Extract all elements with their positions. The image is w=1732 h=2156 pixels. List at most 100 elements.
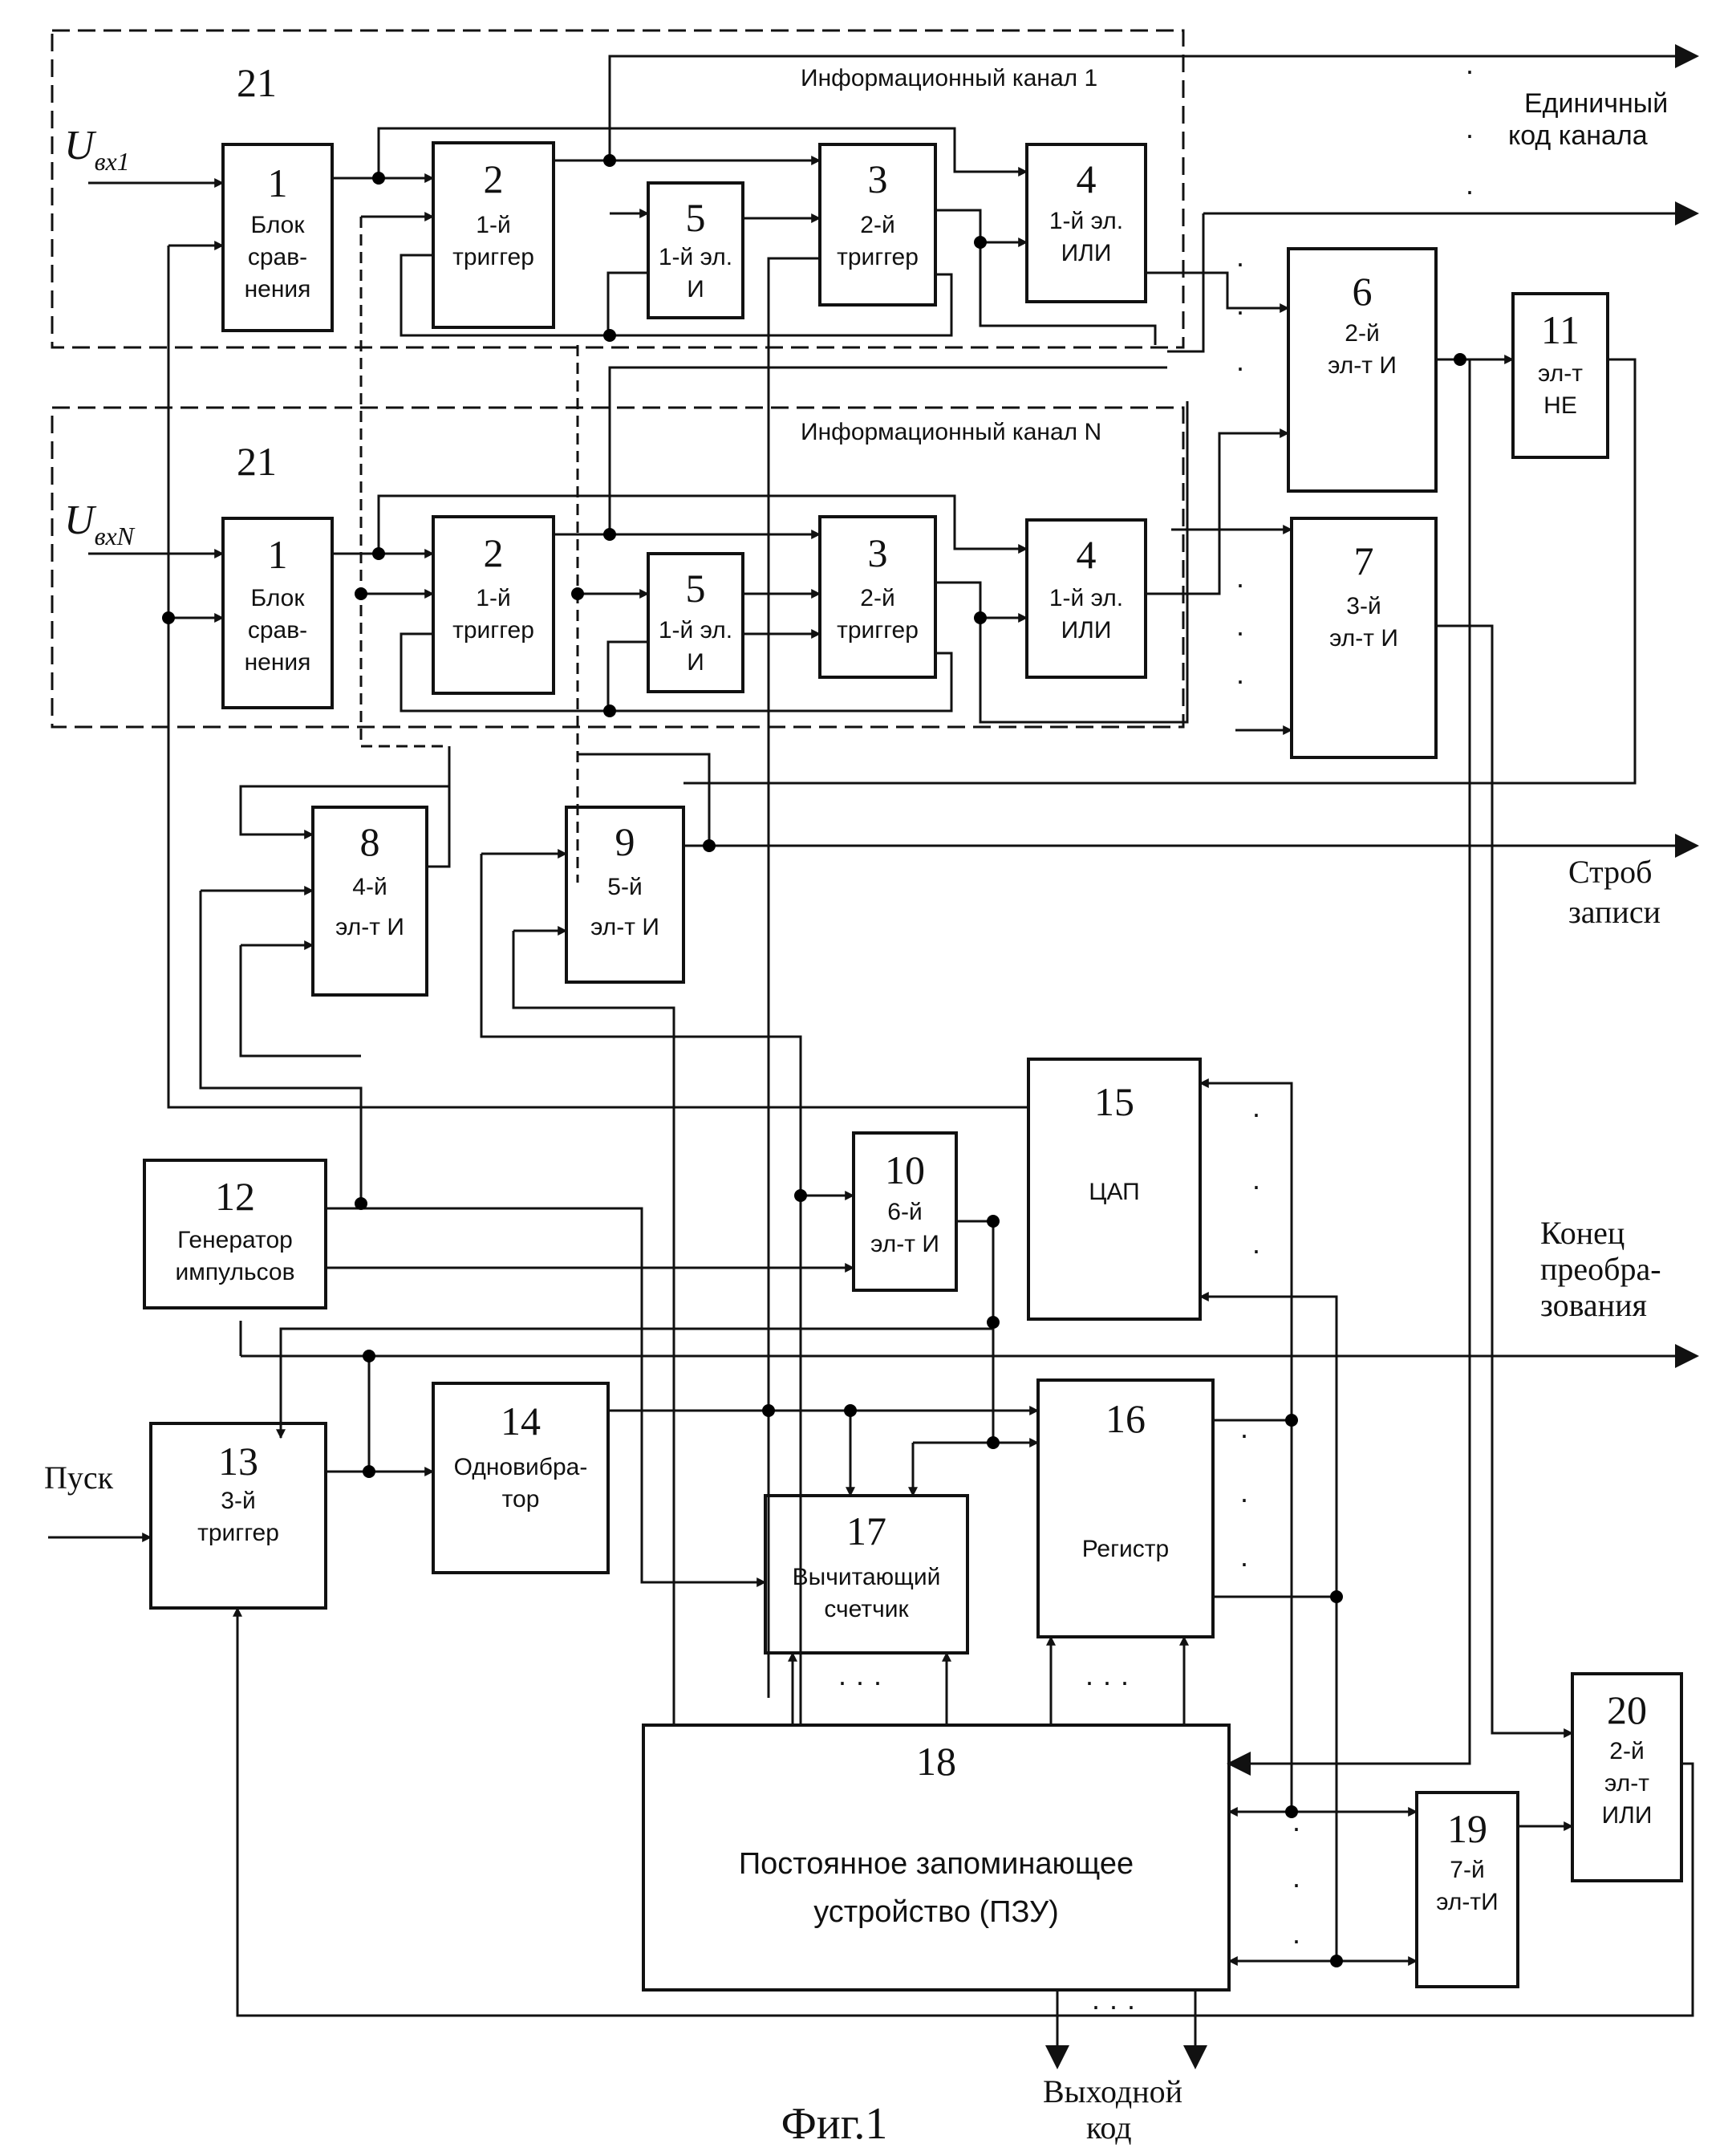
block-14-one-shot: 14 Одновибра- тор xyxy=(433,1383,608,1573)
svg-text:код канала: код канала xyxy=(1508,120,1648,151)
svg-text:эл-т: эл-т xyxy=(1604,1770,1649,1797)
svg-text:триггер: триггер xyxy=(837,617,919,644)
block-13-trigger: 13 3-й триггер xyxy=(151,1423,326,1608)
svg-text:2-й: 2-й xyxy=(1609,1738,1644,1764)
figure-caption: Фиг.1 xyxy=(781,2099,888,2149)
svg-text:триггер: триггер xyxy=(837,244,919,270)
svg-text:эл-т И: эл-т И xyxy=(1328,352,1397,379)
svg-text:1: 1 xyxy=(268,532,288,577)
channel-1-number: 21 xyxy=(237,60,277,105)
svg-text:эл-т И: эл-т И xyxy=(1329,625,1398,652)
svg-text:ИЛИ: ИЛИ xyxy=(1061,240,1112,266)
input-u1-label: Uвх1 xyxy=(64,123,130,176)
svg-text:3: 3 xyxy=(868,156,888,201)
svg-text:срав-: срав- xyxy=(248,244,307,270)
svg-text:эл-т И: эл-т И xyxy=(590,914,659,940)
svg-text:Строб: Строб xyxy=(1568,854,1652,890)
svg-text:· · ·: · · · xyxy=(838,1665,882,1698)
svg-text:1-й эл.: 1-й эл. xyxy=(659,617,732,644)
svg-text:1-й: 1-й xyxy=(476,212,510,238)
svg-text:7-й: 7-й xyxy=(1450,1857,1484,1883)
block-6-and: 6 2-й эл-т И xyxy=(1288,249,1436,491)
svg-text:15: 15 xyxy=(1094,1079,1134,1124)
input-un-label: UвхN xyxy=(64,497,136,550)
output-strobe-label: Строб записи xyxy=(1568,854,1661,930)
svg-text:8: 8 xyxy=(360,819,380,864)
block-1-comparator-chn: 1 Блок срав- нения xyxy=(223,518,332,708)
svg-text:Вычитающий: Вычитающий xyxy=(793,1564,941,1590)
channel-n-number: 21 xyxy=(237,439,277,484)
svg-text:20: 20 xyxy=(1607,1687,1647,1732)
block-5-and-ch1: 5 1-й эл. И xyxy=(648,183,743,318)
svg-text:12: 12 xyxy=(215,1174,255,1219)
svg-text:код: код xyxy=(1086,2109,1132,2146)
svg-text:Одновибра-: Одновибра- xyxy=(454,1454,588,1480)
svg-text:· · ·: · · · xyxy=(1091,1989,1136,2022)
svg-text:7: 7 xyxy=(1354,538,1374,583)
output-code-label: Выходной код xyxy=(1043,2073,1182,2146)
svg-text:2-й: 2-й xyxy=(860,585,894,611)
svg-text:·: · xyxy=(1235,664,1245,696)
svg-text:4: 4 xyxy=(1077,532,1097,577)
svg-text:·: · xyxy=(1465,174,1474,207)
svg-text:ИЛИ: ИЛИ xyxy=(1061,617,1112,644)
svg-text:10: 10 xyxy=(885,1147,925,1192)
svg-text:2-й: 2-й xyxy=(1345,320,1379,347)
svg-text:·: · xyxy=(1235,294,1245,327)
svg-text:2-й: 2-й xyxy=(860,212,894,238)
svg-text:5-й: 5-й xyxy=(607,874,642,900)
channel-n-title: Информационный канал N xyxy=(801,419,1101,445)
svg-text:Регистр: Регистр xyxy=(1082,1536,1170,1562)
svg-text:ЦАП: ЦАП xyxy=(1089,1179,1139,1205)
svg-text:·: · xyxy=(1251,1097,1261,1130)
svg-text:срав-: срав- xyxy=(248,617,307,644)
block-12-pulse-generator: 12 Генератор импульсов xyxy=(144,1160,326,1308)
svg-text:2: 2 xyxy=(484,156,504,201)
svg-text:записи: записи xyxy=(1568,894,1661,930)
svg-text:1: 1 xyxy=(268,160,288,205)
svg-text:·: · xyxy=(1235,567,1245,600)
svg-text:И: И xyxy=(687,649,704,676)
svg-text:Единичный: Единичный xyxy=(1524,88,1668,119)
block-11-not: 11 эл-т НЕ xyxy=(1513,294,1608,457)
svg-text:импульсов: импульсов xyxy=(175,1259,294,1285)
block-5-and-chn: 5 1-й эл. И xyxy=(648,554,743,692)
svg-text:·: · xyxy=(1465,54,1474,87)
svg-text:·: · xyxy=(1235,246,1245,279)
svg-text:·: · xyxy=(1239,1546,1249,1579)
svg-text:9: 9 xyxy=(615,819,635,864)
svg-text:·: · xyxy=(1235,351,1245,384)
svg-text:устройство (ПЗУ): устройство (ПЗУ) xyxy=(813,1895,1059,1929)
svg-text:3-й: 3-й xyxy=(1346,593,1381,619)
svg-text:Постоянное запоминающее: Постоянное запоминающее xyxy=(739,1847,1134,1881)
block-7-and: 7 3-й эл-т И xyxy=(1292,518,1436,757)
svg-text:11: 11 xyxy=(1541,307,1580,352)
svg-text:4-й: 4-й xyxy=(352,874,387,900)
svg-text:·: · xyxy=(1251,1233,1261,1266)
svg-text:триггер: триггер xyxy=(452,617,534,644)
svg-text:·: · xyxy=(1239,1418,1249,1451)
svg-text:·: · xyxy=(1251,1169,1261,1202)
svg-text:18: 18 xyxy=(916,1739,956,1784)
output-conversion-end-label: Конец преобра- зования xyxy=(1540,1215,1661,1323)
svg-text:·: · xyxy=(1465,118,1474,151)
block-2-trigger-chn: 2 1-й триггер xyxy=(433,517,554,693)
block-16-register: 16 Регистр xyxy=(1038,1380,1213,1637)
svg-text:1-й эл.: 1-й эл. xyxy=(1049,585,1123,611)
block-17-down-counter: 17 Вычитающий счетчик xyxy=(765,1496,967,1653)
svg-text:1-й эл.: 1-й эл. xyxy=(659,244,732,270)
block-15-dac: 15 ЦАП xyxy=(1028,1059,1200,1319)
svg-text:триггер: триггер xyxy=(197,1520,279,1546)
svg-text:4: 4 xyxy=(1077,156,1097,201)
block-19-and: 19 7-й эл-тИ xyxy=(1417,1793,1518,1987)
svg-text:3-й: 3-й xyxy=(221,1488,255,1514)
svg-text:НЕ: НЕ xyxy=(1543,392,1577,419)
svg-text:1-й эл.: 1-й эл. xyxy=(1049,208,1123,234)
svg-text:·: · xyxy=(1239,1482,1249,1515)
svg-text:Генератор: Генератор xyxy=(177,1227,293,1253)
svg-text:нения: нения xyxy=(245,649,311,676)
svg-text:эл-т И: эл-т И xyxy=(335,914,404,940)
block-3-trigger-ch1: 3 2-й триггер xyxy=(820,144,935,305)
svg-text:·: · xyxy=(1292,1923,1301,1956)
svg-text:1-й: 1-й xyxy=(476,585,510,611)
